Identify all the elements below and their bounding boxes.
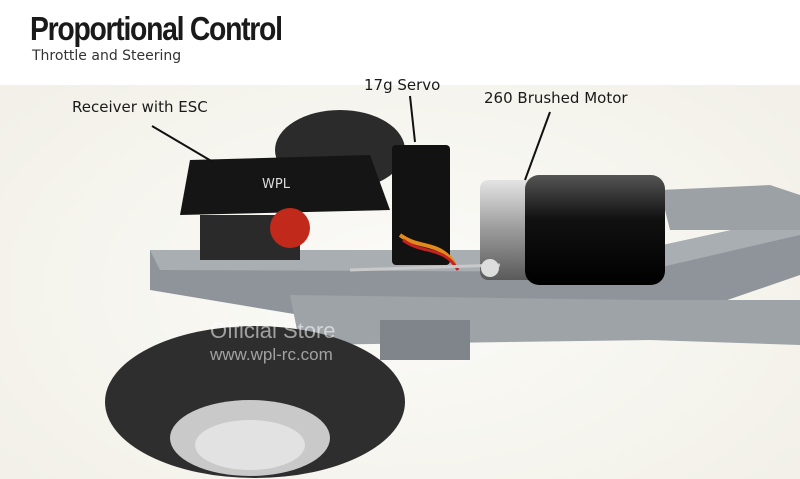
callout-receiver: Receiver with ESC (72, 98, 208, 116)
motor-body (525, 175, 665, 285)
page-subtitle: Throttle and Steering (32, 48, 182, 64)
motor-leader-line (524, 111, 551, 181)
page-title: Proportional Control (30, 10, 283, 47)
servo-leader-line (409, 95, 416, 143)
callout-motor: 260 Brushed Motor (484, 89, 628, 107)
callout-servo: 17g Servo (364, 76, 441, 94)
servo (392, 145, 450, 265)
receiver-leader-line (151, 125, 214, 163)
receiver-board (180, 155, 390, 215)
board-logo: WPL (262, 177, 291, 192)
watermark-url: www.wpl-rc.com (210, 345, 333, 364)
watermark-store: Official Store (210, 318, 336, 343)
